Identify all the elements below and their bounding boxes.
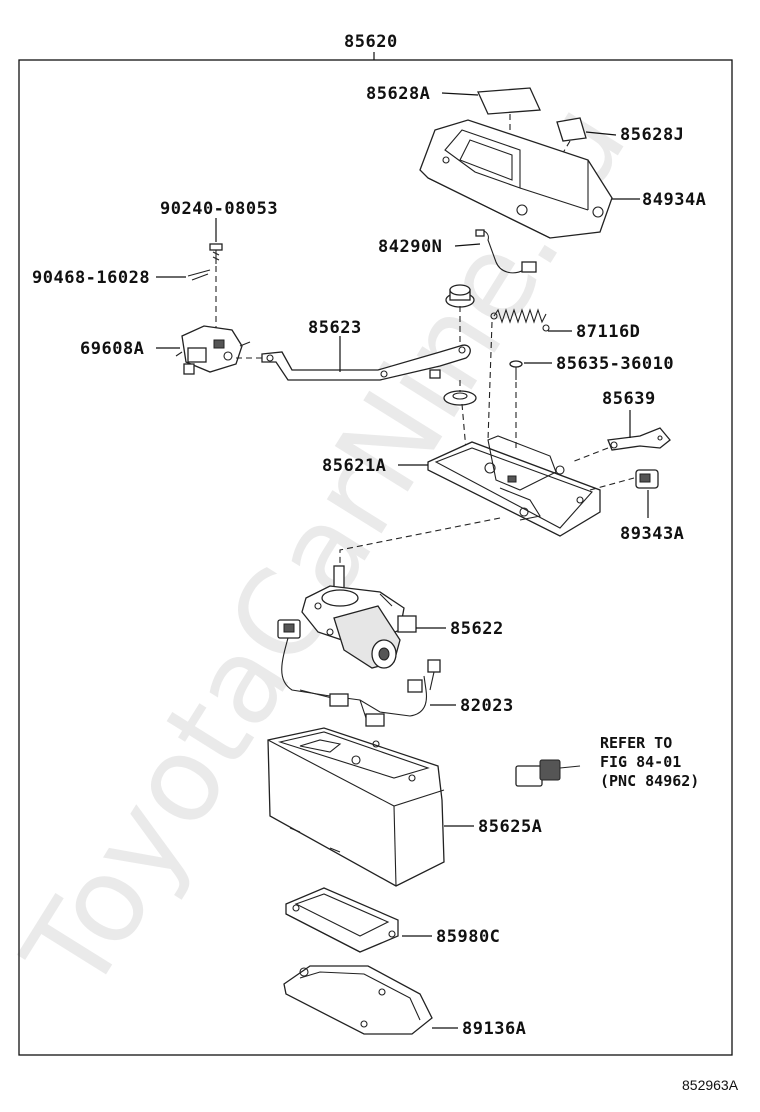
label-90240-08053[interactable]: 90240-08053 [160, 199, 278, 219]
part-grommet-upper[interactable] [445, 284, 475, 308]
label-85639[interactable]: 85639 [602, 389, 656, 409]
part-84934A-cover[interactable] [419, 119, 613, 239]
part-87116D-spring[interactable] [490, 308, 550, 332]
reference-note-line3: (PNC 84962) [600, 772, 699, 790]
part-85628J[interactable] [556, 117, 587, 142]
part-90468-clip[interactable] [187, 269, 211, 281]
label-85980C[interactable]: 85980C [436, 927, 500, 947]
label-85623[interactable]: 85623 [308, 318, 362, 338]
part-84290N-wire[interactable] [475, 229, 537, 274]
part-89136A-plate[interactable] [283, 965, 433, 1035]
figure-number: 852963A [682, 1077, 739, 1093]
label-84290N[interactable]: 84290N [378, 237, 442, 257]
reference-connector[interactable] [515, 759, 581, 787]
label-69608A[interactable]: 69608A [80, 339, 144, 359]
label-90468-16028[interactable]: 90468-16028 [32, 268, 150, 288]
part-90240-screw[interactable] [209, 243, 223, 264]
part-85980C-ecu[interactable] [285, 887, 399, 953]
label-89343A[interactable]: 89343A [620, 524, 684, 544]
label-85620[interactable]: 85620 [344, 32, 398, 52]
reference-note-line2[interactable]: FIG 84-01 [600, 753, 681, 771]
label-85621A[interactable]: 85621A [322, 456, 386, 476]
part-85628A[interactable] [477, 87, 541, 115]
reference-note-line1: REFER TO [600, 734, 672, 752]
assembly-frame [18, 59, 733, 1056]
part-85635-screw[interactable] [509, 360, 523, 380]
part-85623-link[interactable] [261, 344, 471, 381]
label-85625A[interactable]: 85625A [478, 817, 542, 837]
label-85628A[interactable]: 85628A [366, 84, 430, 104]
label-85628J[interactable]: 85628J [620, 125, 684, 145]
label-82023[interactable]: 82023 [460, 696, 514, 716]
part-85639-bracket[interactable] [607, 427, 671, 451]
label-85635-36010[interactable]: 85635-36010 [556, 354, 674, 374]
part-82023-harness[interactable] [277, 619, 441, 727]
part-85621A-plate[interactable] [427, 435, 601, 537]
label-85622[interactable]: 85622 [450, 619, 504, 639]
part-grommet-lower[interactable] [443, 390, 477, 406]
part-85622-motor[interactable] [301, 565, 417, 669]
part-85625A-case[interactable] [267, 727, 445, 887]
part-69608A-lock[interactable] [175, 325, 251, 375]
label-84934A[interactable]: 84934A [642, 190, 706, 210]
part-89343A-sensor[interactable] [635, 469, 659, 489]
label-87116D[interactable]: 87116D [576, 322, 640, 342]
label-89136A[interactable]: 89136A [462, 1019, 526, 1039]
